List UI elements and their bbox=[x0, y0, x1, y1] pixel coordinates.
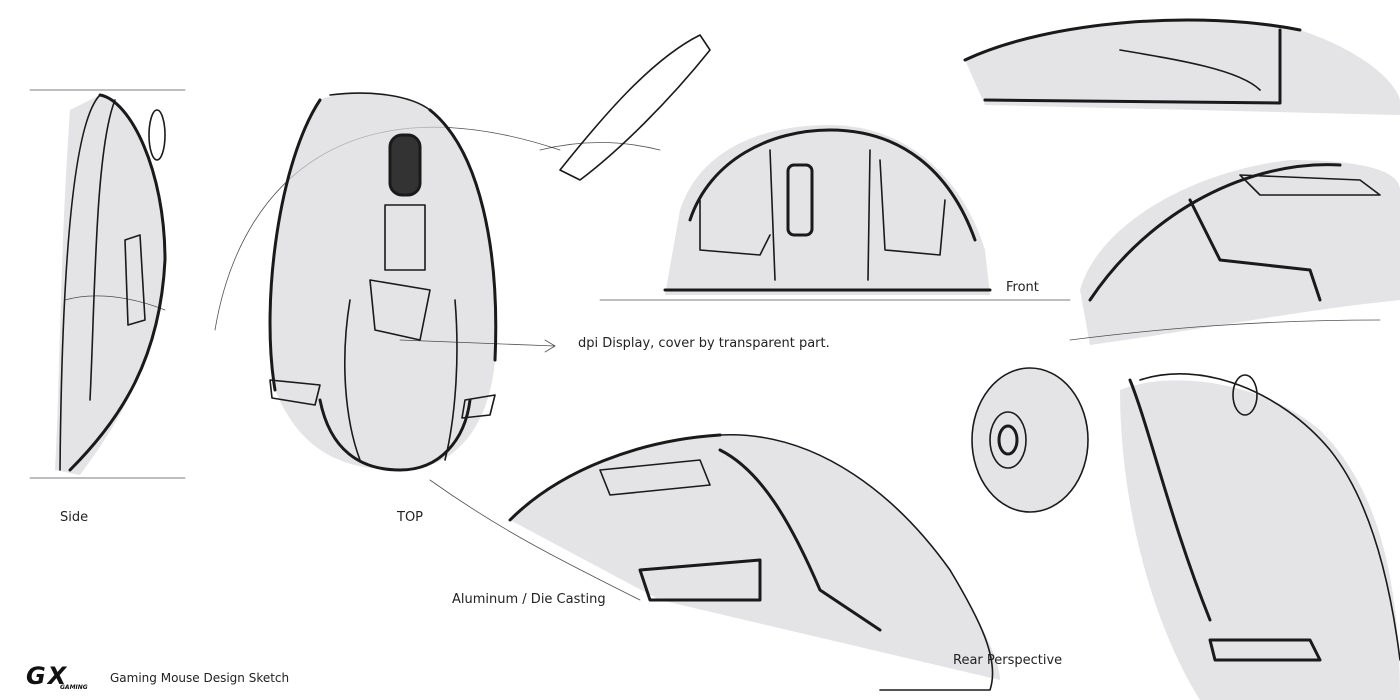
logo-text: GX bbox=[26, 662, 69, 690]
side-view-sketch bbox=[29, 89, 186, 479]
perspective-sketch-3 bbox=[429, 433, 1000, 691]
top-label: TOP bbox=[397, 510, 424, 525]
perspective-sketch-1 bbox=[963, 18, 1400, 115]
front-label: Front bbox=[1006, 280, 1039, 295]
aluminum-label: Aluminum / Die Casting bbox=[452, 592, 606, 607]
logo-subtext: GAMING bbox=[60, 684, 88, 691]
perspective-sketch-2 bbox=[1069, 160, 1400, 345]
rear-perspective-label: Rear Perspective bbox=[953, 653, 1063, 668]
button-part-sketch bbox=[539, 34, 711, 181]
scroll-wheel-sketch bbox=[971, 367, 1089, 513]
front-view-sketch bbox=[599, 125, 1071, 301]
side-label: Side bbox=[60, 510, 89, 525]
dpi-display-label: dpi Display, cover by transparent part. bbox=[578, 336, 830, 351]
sketch-title: Gaming Mouse Design Sketch bbox=[110, 671, 290, 685]
top-view-sketch bbox=[214, 92, 561, 472]
rear-perspective-sketch bbox=[1120, 373, 1400, 700]
gx-gaming-logo: GX GAMING bbox=[26, 662, 88, 691]
